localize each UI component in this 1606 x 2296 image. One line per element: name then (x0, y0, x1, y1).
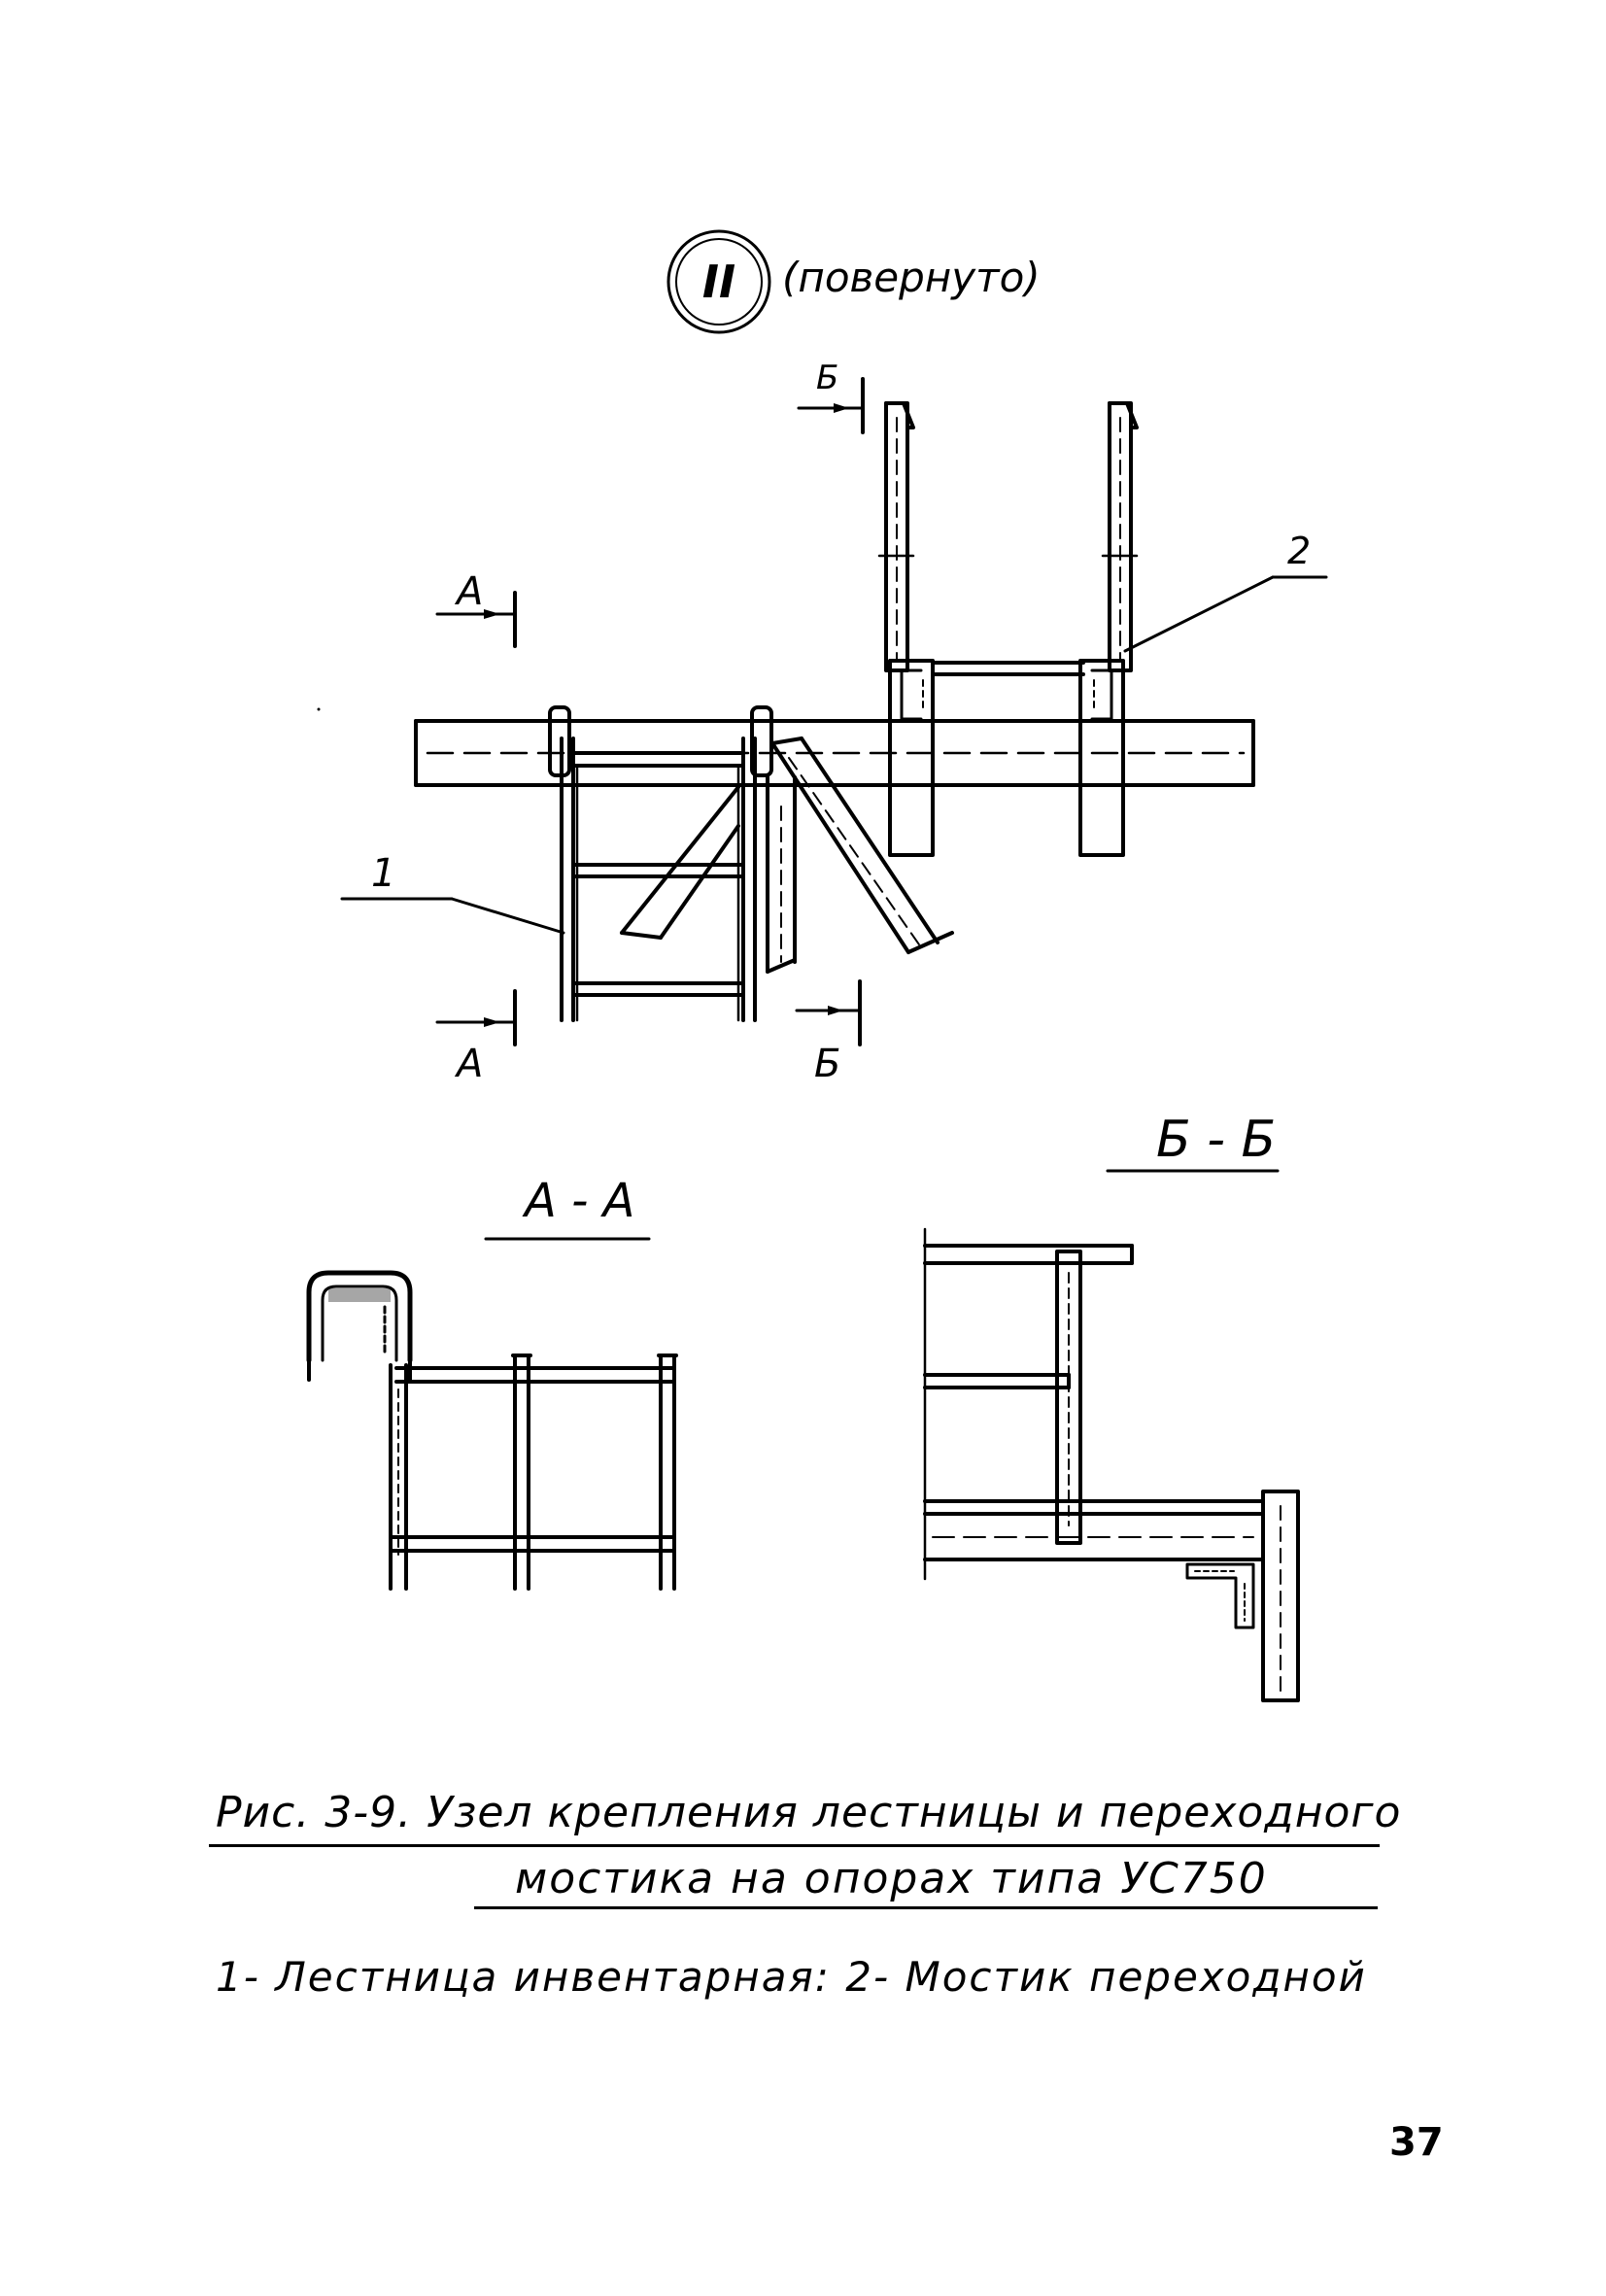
transition-bridge (877, 401, 1139, 857)
callout-ladder: 1 (340, 851, 565, 935)
section-b-b-view: Б - Б (923, 1111, 1300, 1702)
section-mark-b-top-label: Б (816, 359, 838, 397)
inclined-strut (770, 737, 954, 954)
page-number: 37 (1389, 2120, 1444, 2165)
middle-rail (923, 1373, 1071, 1389)
vertical-post (1055, 1250, 1082, 1545)
section-a-a-view: А - А (306, 1174, 678, 1591)
callout-bridge-label: 2 (1287, 530, 1311, 572)
callout-ladder-label: 1 (371, 851, 395, 896)
figure-caption-line1: Рис. 3-9. Узел крепления лестницы и пере… (216, 1788, 1402, 1837)
callout-bridge: 2 (1123, 530, 1328, 653)
support-post (766, 775, 797, 974)
section-mark-b-bottom-label: Б (814, 1042, 840, 1086)
support-column (1261, 1490, 1300, 1702)
ladder-section-frame (389, 1354, 678, 1591)
caption-underline-1 (209, 1844, 1380, 1847)
detail-marker-note: (повернуто) (782, 254, 1041, 301)
deck-beam (923, 1499, 1265, 1561)
section-mark-a-top-label: А (454, 569, 483, 614)
horizontal-beam (414, 719, 1255, 787)
top-rail (923, 1244, 1134, 1265)
section-mark-a-bottom: А (435, 989, 517, 1086)
section-mark-b-top: Б (797, 359, 865, 434)
figure-legend: 1- Лестница инвентарная: 2- Мостик перех… (216, 1953, 1367, 2001)
ladder (548, 705, 773, 1022)
section-mark-a-bottom-label: А (454, 1042, 483, 1086)
caption-underline-2 (474, 1906, 1378, 1909)
angle-bracket (1185, 1562, 1255, 1629)
section-mark-a-top: А (435, 569, 517, 648)
section-b-b-title: Б - Б (1156, 1111, 1276, 1169)
clamp-profile (306, 1270, 413, 1382)
detail-marker-numeral: II (702, 256, 735, 308)
section-a-a-title: А - А (522, 1174, 635, 1228)
main-elevation-view: 1 2 А А Б (317, 359, 1328, 1086)
detail-marker: II (повернуто) (666, 229, 1041, 334)
section-mark-b-bottom: Б (795, 979, 862, 1086)
figure-caption-line2: мостика на опорах типа УС750 (515, 1854, 1268, 1903)
